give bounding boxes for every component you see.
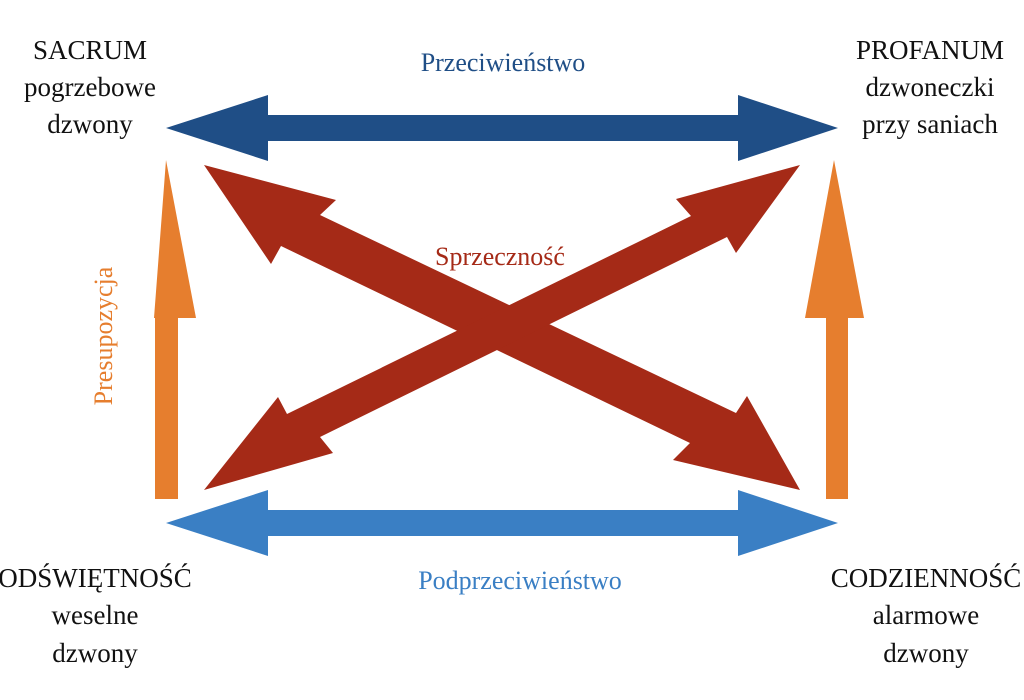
corner-top-left-line1: pogrzebowe: [24, 72, 156, 102]
corner-bottom-left-line2: dzwony: [52, 638, 138, 668]
corner-bottom-left-title: ODŚWIĘTNOŚĆ: [0, 563, 192, 593]
corner-top-left-title: SACRUM: [33, 35, 147, 65]
contradiction-label: Sprzeczność: [435, 242, 565, 271]
subcontrariety-label: Podprzeciwieństwo: [418, 566, 622, 595]
subcontrariety-double-arrow: [166, 490, 838, 556]
corner-bottom-right-line2: dzwony: [883, 638, 969, 668]
presupposition-arrow-left: [154, 160, 196, 499]
corner-top-left-line2: dzwony: [47, 109, 133, 139]
corner-top-right-title: PROFANUM: [856, 35, 1004, 65]
contrariety-label: Przeciwieństwo: [421, 48, 586, 77]
corner-top-right-line1: dzwoneczki: [866, 72, 995, 102]
corner-bottom-right-title: CODZIENNOŚĆ: [831, 563, 1022, 593]
contradiction-double-arrow-asc: [204, 165, 800, 490]
corner-bottom-left-line1: weselne: [52, 600, 139, 630]
corner-top-right-line2: przy saniach: [862, 109, 998, 139]
contrariety-double-arrow: [166, 95, 838, 161]
presupposition-label: Presupozycja: [89, 266, 118, 405]
corner-bottom-right-line1: alarmowe: [873, 600, 979, 630]
presupposition-arrow-right: [805, 160, 864, 499]
